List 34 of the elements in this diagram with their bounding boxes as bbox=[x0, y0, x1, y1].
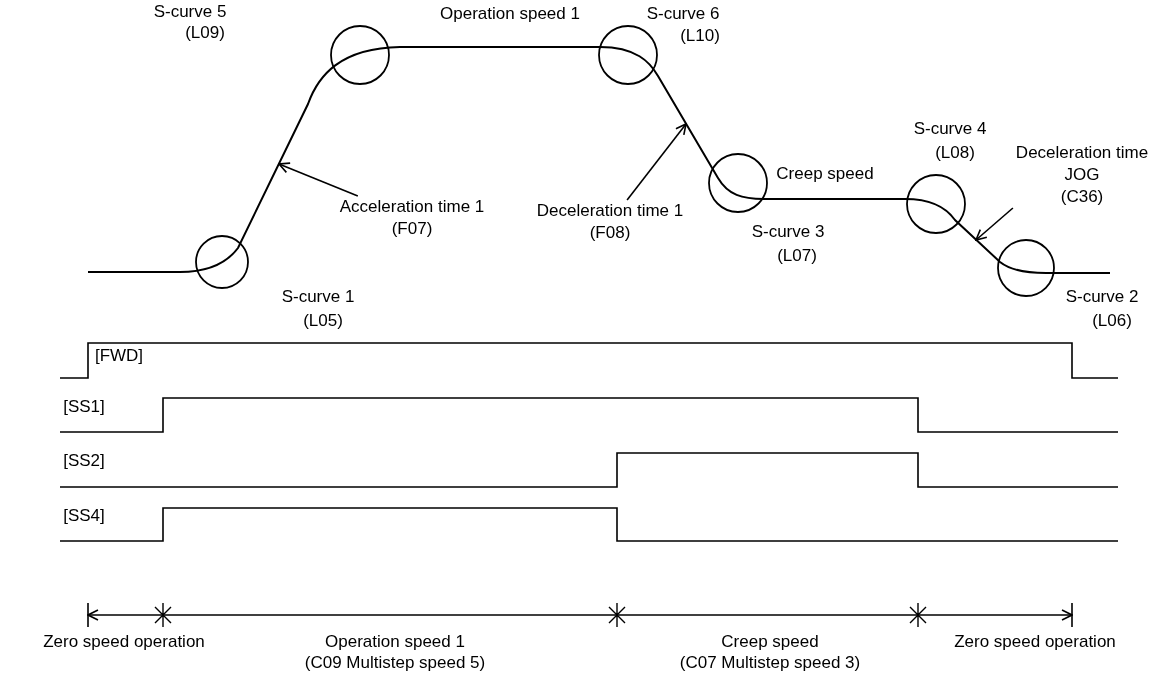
parameter-code: (L05) bbox=[303, 311, 343, 331]
annotation-text: Deceleration time 1 bbox=[535, 200, 685, 222]
signal-label: [SS4] bbox=[63, 506, 105, 526]
parameter-code: (L10) bbox=[680, 26, 720, 46]
interval-label: Zero speed operation bbox=[43, 632, 205, 652]
interval-label: (C07 Multistep speed 3) bbox=[679, 653, 861, 673]
parameter-code: (L09) bbox=[185, 23, 225, 43]
interval-label: Creep speed bbox=[721, 632, 819, 652]
curve-label: S-curve 3 bbox=[751, 222, 825, 242]
interval-label: (C09 Multistep speed 5) bbox=[304, 653, 486, 673]
annotation-text: (F08) bbox=[588, 222, 632, 244]
interval-label: Operation speed 1 bbox=[325, 632, 465, 652]
signal-label: [SS2] bbox=[63, 451, 105, 471]
curve-label: S-curve 4 bbox=[913, 119, 987, 139]
parameter-code: (L07) bbox=[777, 246, 817, 266]
annotation-text: Deceleration time JOG bbox=[1014, 142, 1150, 186]
leader-arrow bbox=[626, 123, 687, 201]
speed-curve bbox=[87, 46, 1111, 274]
signal-label: [SS1] bbox=[63, 397, 105, 417]
annotation-text: Acceleration time 1 bbox=[338, 196, 486, 218]
annotation-text: (C36) bbox=[1059, 186, 1105, 208]
curve-label: S-curve 6 bbox=[646, 4, 720, 24]
curve-label: S-curve 1 bbox=[281, 287, 355, 307]
curve-label: Operation speed 1 bbox=[440, 4, 580, 24]
leader-arrow bbox=[975, 207, 1014, 241]
parameter-code: (L08) bbox=[935, 143, 975, 163]
curve-label: Creep speed bbox=[776, 164, 874, 184]
leader-arrow bbox=[278, 162, 359, 197]
signal-label: [FWD] bbox=[94, 346, 144, 366]
interval-label: Zero speed operation bbox=[954, 632, 1116, 652]
curve-label: S-curve 5 bbox=[153, 2, 227, 22]
annotation-text: (F07) bbox=[390, 218, 434, 240]
parameter-code: (L06) bbox=[1092, 311, 1132, 331]
curve-label: S-curve 2 bbox=[1065, 287, 1139, 307]
